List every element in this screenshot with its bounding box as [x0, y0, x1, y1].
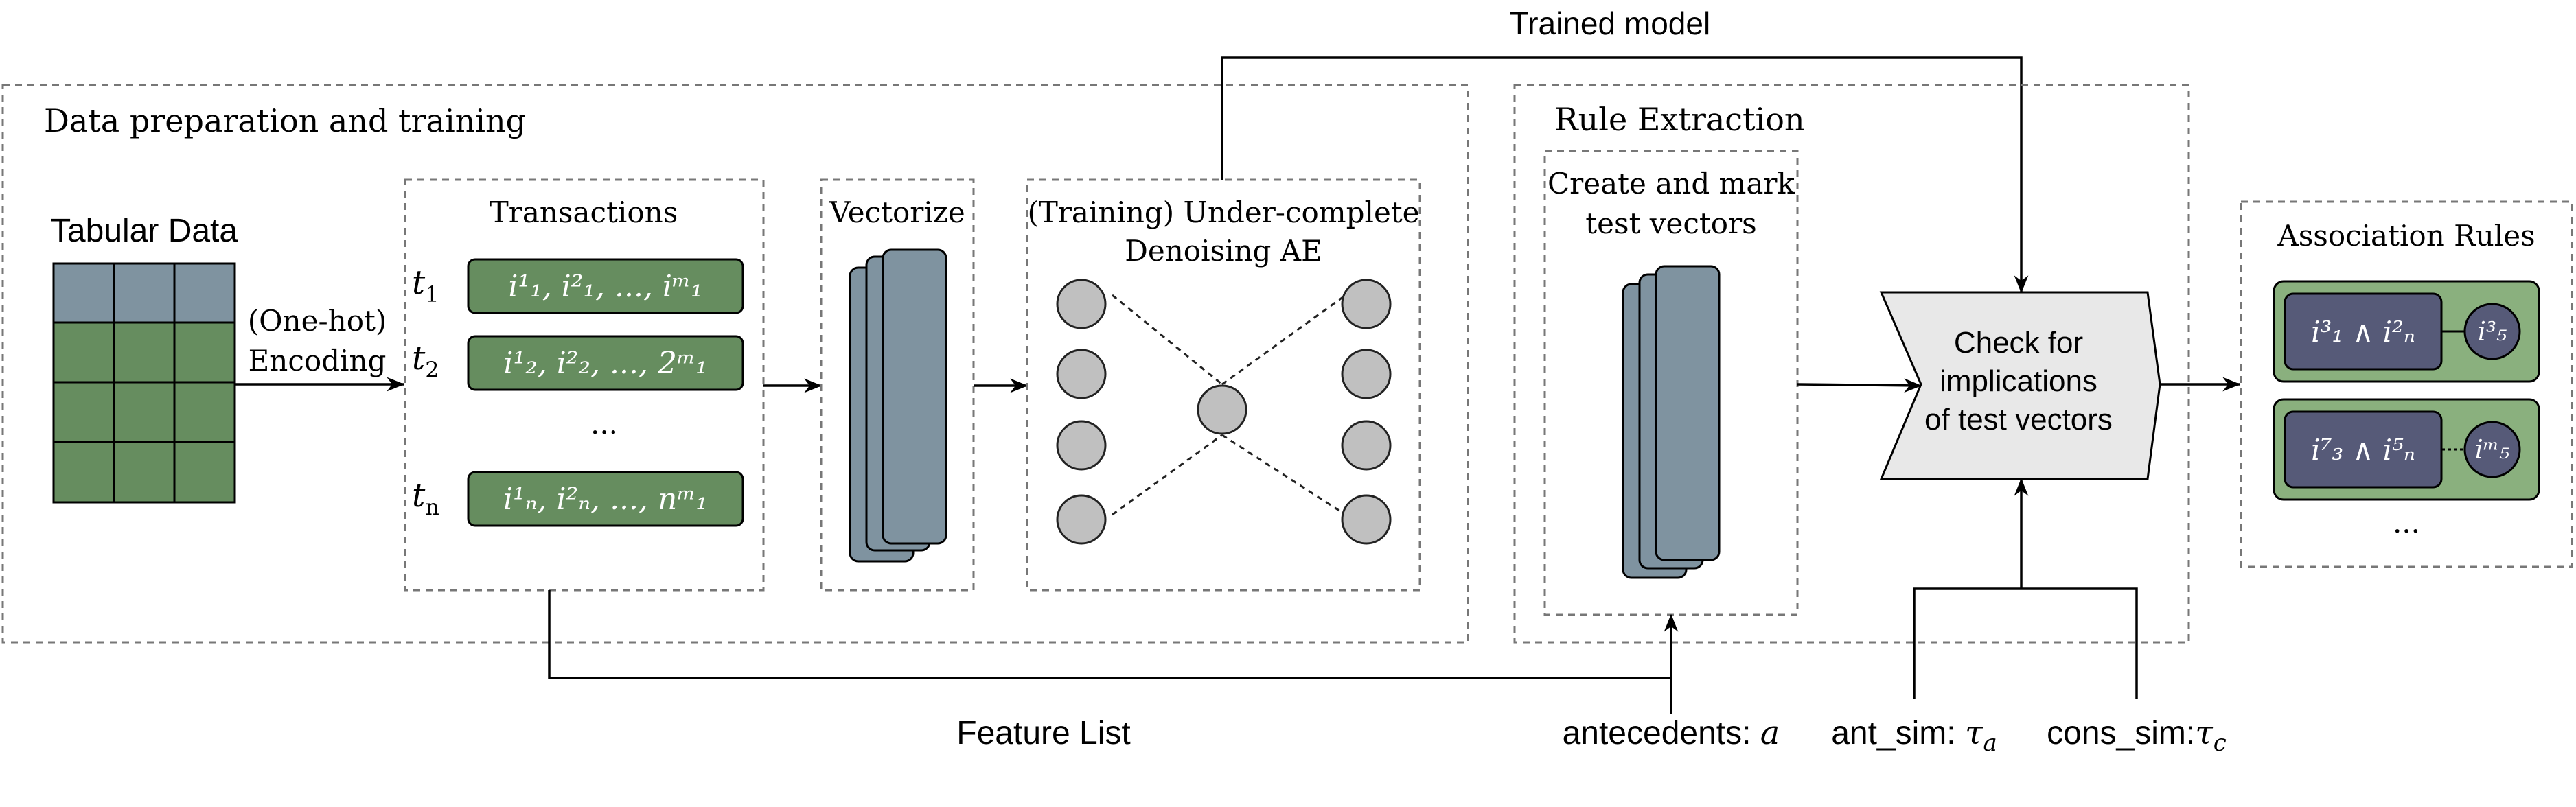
rule-consequent: i³₅ — [2478, 316, 2507, 347]
trained-model-arrow — [1221, 56, 2029, 294]
transactions-ellipsis: ... — [590, 407, 618, 441]
tabular-grid — [52, 262, 236, 504]
association-rules-title: Association Rules — [2277, 219, 2535, 253]
rule-antecedent: i⁷₃ ∧ i⁵ₙ — [2311, 433, 2415, 467]
antecedents-label: antecedents: a — [1563, 714, 1780, 752]
encoding-label-2: Encoding — [249, 344, 387, 377]
transaction-label: t2 — [412, 339, 439, 383]
check-label-3: of test vectors — [1924, 403, 2113, 436]
transaction-label: t1 — [412, 264, 439, 307]
vectorize-title: Vectorize — [829, 196, 965, 229]
rule-section-title: Rule Extraction — [1554, 101, 1805, 138]
test-vectors-title-2: test vectors — [1585, 207, 1756, 240]
feature-list-arrow — [548, 590, 1679, 679]
transaction-row — [467, 471, 744, 527]
transactions-box — [404, 178, 765, 592]
transaction-content: i¹ₙ, i²ₙ, ..., nᵐ₁ — [503, 482, 708, 517]
test-vector-stack — [1622, 265, 1721, 579]
transaction-row — [467, 335, 744, 391]
feature-list-label: Feature List — [956, 715, 1130, 751]
vectorize-box — [820, 178, 975, 592]
check-implications-node — [1879, 291, 2161, 480]
ant-sim-connector — [1913, 587, 2138, 699]
transaction-content: i¹₁, i²₁, ..., iᵐ₁ — [508, 269, 702, 304]
check-label-2: implications — [1940, 364, 2097, 398]
association-ellipsis: ... — [2393, 506, 2420, 539]
autoencoder-network — [1056, 279, 1392, 545]
ant-sim-label: ant_sim: τa — [1831, 714, 1997, 757]
transactions-title: Transactions — [490, 196, 678, 229]
trained-model-label: Trained model — [1510, 5, 1710, 41]
check-label-1: Check for — [1954, 326, 2083, 360]
prep-section-title: Data preparation and training — [44, 102, 526, 139]
autoencoder-title-1: (Training) Under-complete — [1027, 196, 1419, 229]
vector-stack — [849, 248, 947, 563]
rule-antecedent: i³₁ ∧ i²ₙ — [2311, 315, 2415, 349]
autoencoder-box — [1026, 178, 1421, 592]
rule-item: i⁷₃ ∧ i⁵ₙ iᵐ₅ — [2273, 398, 2540, 501]
arrow-to-check — [1797, 378, 1922, 393]
prep-section-box — [1, 84, 1469, 644]
test-vectors-title-1: Create and mark — [1548, 167, 1795, 200]
rule-consequent: iᵐ₅ — [2475, 434, 2510, 465]
autoencoder-title-2: Denoising AE — [1125, 234, 1322, 268]
rule-section-box — [1513, 84, 2190, 644]
rule-item: i³₁ ∧ i²ₙ i³₅ — [2273, 280, 2540, 383]
transaction-content: i¹₂, i²₂, ..., 2ᵐ₁ — [503, 346, 707, 381]
transaction-row — [467, 258, 744, 314]
tabular-data-title: Tabular Data — [51, 213, 238, 249]
encoding-label-1: (One-hot) — [248, 304, 387, 338]
transaction-label: tn — [412, 476, 439, 520]
association-rules-box — [2240, 200, 2573, 568]
cons-sim-label: cons_sim:τc — [2047, 714, 2227, 757]
